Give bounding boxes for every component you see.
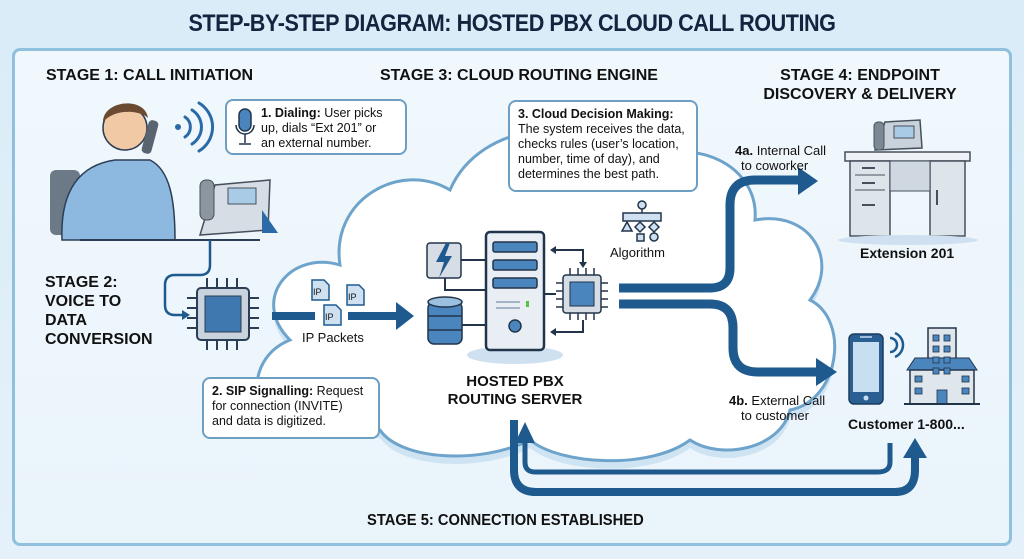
caller-illustration bbox=[50, 103, 260, 241]
customer-label: Customer 1-800... bbox=[848, 416, 965, 432]
customer-arrowhead bbox=[903, 438, 927, 458]
folder-lightning-icon bbox=[426, 242, 486, 291]
packets-arrow bbox=[272, 302, 414, 330]
external-call-route bbox=[619, 299, 818, 377]
stage-1-label: STAGE 1: CALL INITIATION bbox=[46, 67, 254, 84]
routing-chip-icon bbox=[544, 246, 608, 336]
algorithm-label: Algorithm bbox=[610, 245, 665, 260]
conversion-chip-icon bbox=[187, 278, 259, 350]
microphone-icon bbox=[235, 108, 255, 145]
algorithm-icon bbox=[620, 200, 662, 242]
internal-call-route bbox=[619, 175, 800, 293]
internal-call-label: 4a. Internal Call to coworker bbox=[735, 143, 827, 173]
external-call-arrowhead bbox=[816, 358, 837, 386]
connection-loop bbox=[510, 420, 919, 496]
external-call-label: 4b. External Call to customer bbox=[729, 393, 826, 423]
return-arrowhead bbox=[515, 422, 535, 443]
person-hair-icon bbox=[103, 103, 148, 122]
ip-tag: IP bbox=[325, 312, 334, 322]
server-label: HOSTED PBX ROUTING SERVER bbox=[447, 373, 583, 408]
ip-tag: IP bbox=[313, 287, 322, 297]
sound-waves-icon bbox=[175, 101, 215, 153]
dialing-callout: 1. Dialing: User picks up, dials “Ext 20… bbox=[225, 99, 407, 155]
ip-tag: IP bbox=[348, 292, 357, 302]
extension-phone-icon bbox=[873, 119, 923, 151]
stage-2-label: STAGE 2: VOICE TO DATA CONVERSION bbox=[45, 274, 153, 348]
person-shirt-icon bbox=[61, 159, 176, 241]
phone-to-chip-connector bbox=[163, 240, 212, 317]
ip-packets-label: IP Packets bbox=[302, 330, 364, 345]
smartphone-icon bbox=[848, 333, 884, 405]
diagram-title: STEP-BY-STEP DIAGRAM: HOSTED PBX CLOUD C… bbox=[188, 10, 836, 37]
handset-icon bbox=[141, 120, 159, 154]
database-icon bbox=[427, 296, 486, 345]
phone-signal-icon bbox=[889, 331, 905, 359]
server-tower-icon bbox=[467, 230, 563, 364]
desk-phone-icon bbox=[198, 179, 278, 236]
office-building-icon bbox=[904, 327, 980, 405]
sip-callout: 2. SIP Signalling: Request for connectio… bbox=[202, 377, 380, 439]
extension-label: Extension 201 bbox=[860, 245, 955, 261]
cloud-shape bbox=[255, 129, 837, 469]
internal-call-arrowhead bbox=[798, 167, 818, 195]
stage-5-label: STAGE 5: CONNECTION ESTABLISHED bbox=[367, 512, 644, 529]
decision-callout: 3. Cloud Decision Making: The system rec… bbox=[508, 100, 698, 192]
ip-packet-icons bbox=[311, 279, 365, 326]
office-desk-icon bbox=[838, 151, 978, 245]
stage-4-label: STAGE 4: ENDPOINT DISCOVERY & DELIVERY bbox=[763, 67, 957, 103]
stage-3-label: STAGE 3: CLOUD ROUTING ENGINE bbox=[380, 67, 658, 84]
